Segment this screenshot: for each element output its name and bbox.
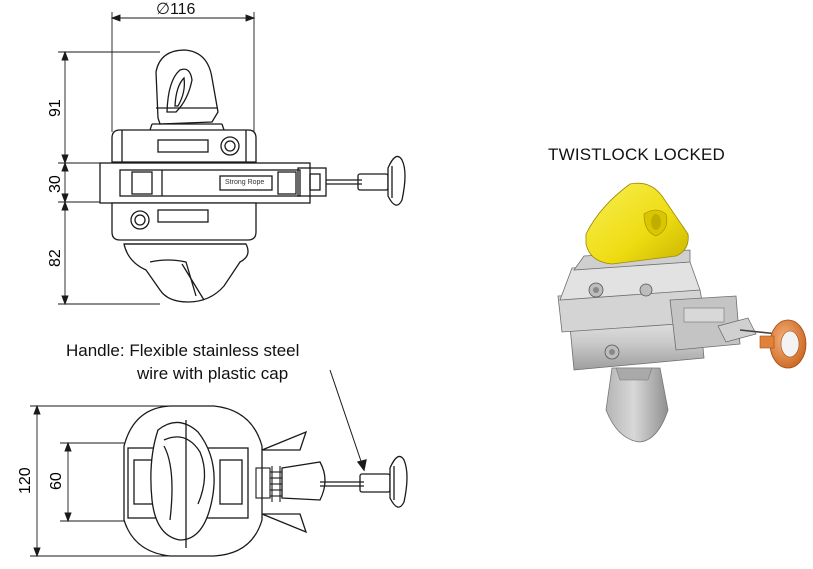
height-bottom-label: 82 [47, 249, 64, 267]
height-dimensions [58, 50, 160, 306]
width-dimensions [30, 404, 180, 558]
handle-cap [759, 319, 807, 369]
height-mid-label: 30 [47, 175, 64, 193]
plan-view [30, 369, 408, 558]
handle-note-line2: wire with plastic cap [137, 364, 289, 383]
bottom-cone [605, 367, 669, 443]
width-inner-label: 60 [48, 472, 65, 490]
height-top-label: 91 [47, 99, 64, 117]
diameter-label: ∅116 [156, 1, 196, 18]
twistlock-render [557, 182, 807, 443]
yellow-cone [585, 182, 689, 265]
handle-note-line1: Handle: Flexible stainless steel [66, 341, 300, 360]
render-title: TWISTLOCK LOCKED [548, 145, 726, 164]
spring [255, 466, 282, 502]
diameter-dimension [110, 12, 256, 132]
brand-plate-label: Strong Rope [225, 179, 265, 186]
width-outer-label: 120 [17, 467, 34, 494]
front-view [58, 12, 406, 306]
